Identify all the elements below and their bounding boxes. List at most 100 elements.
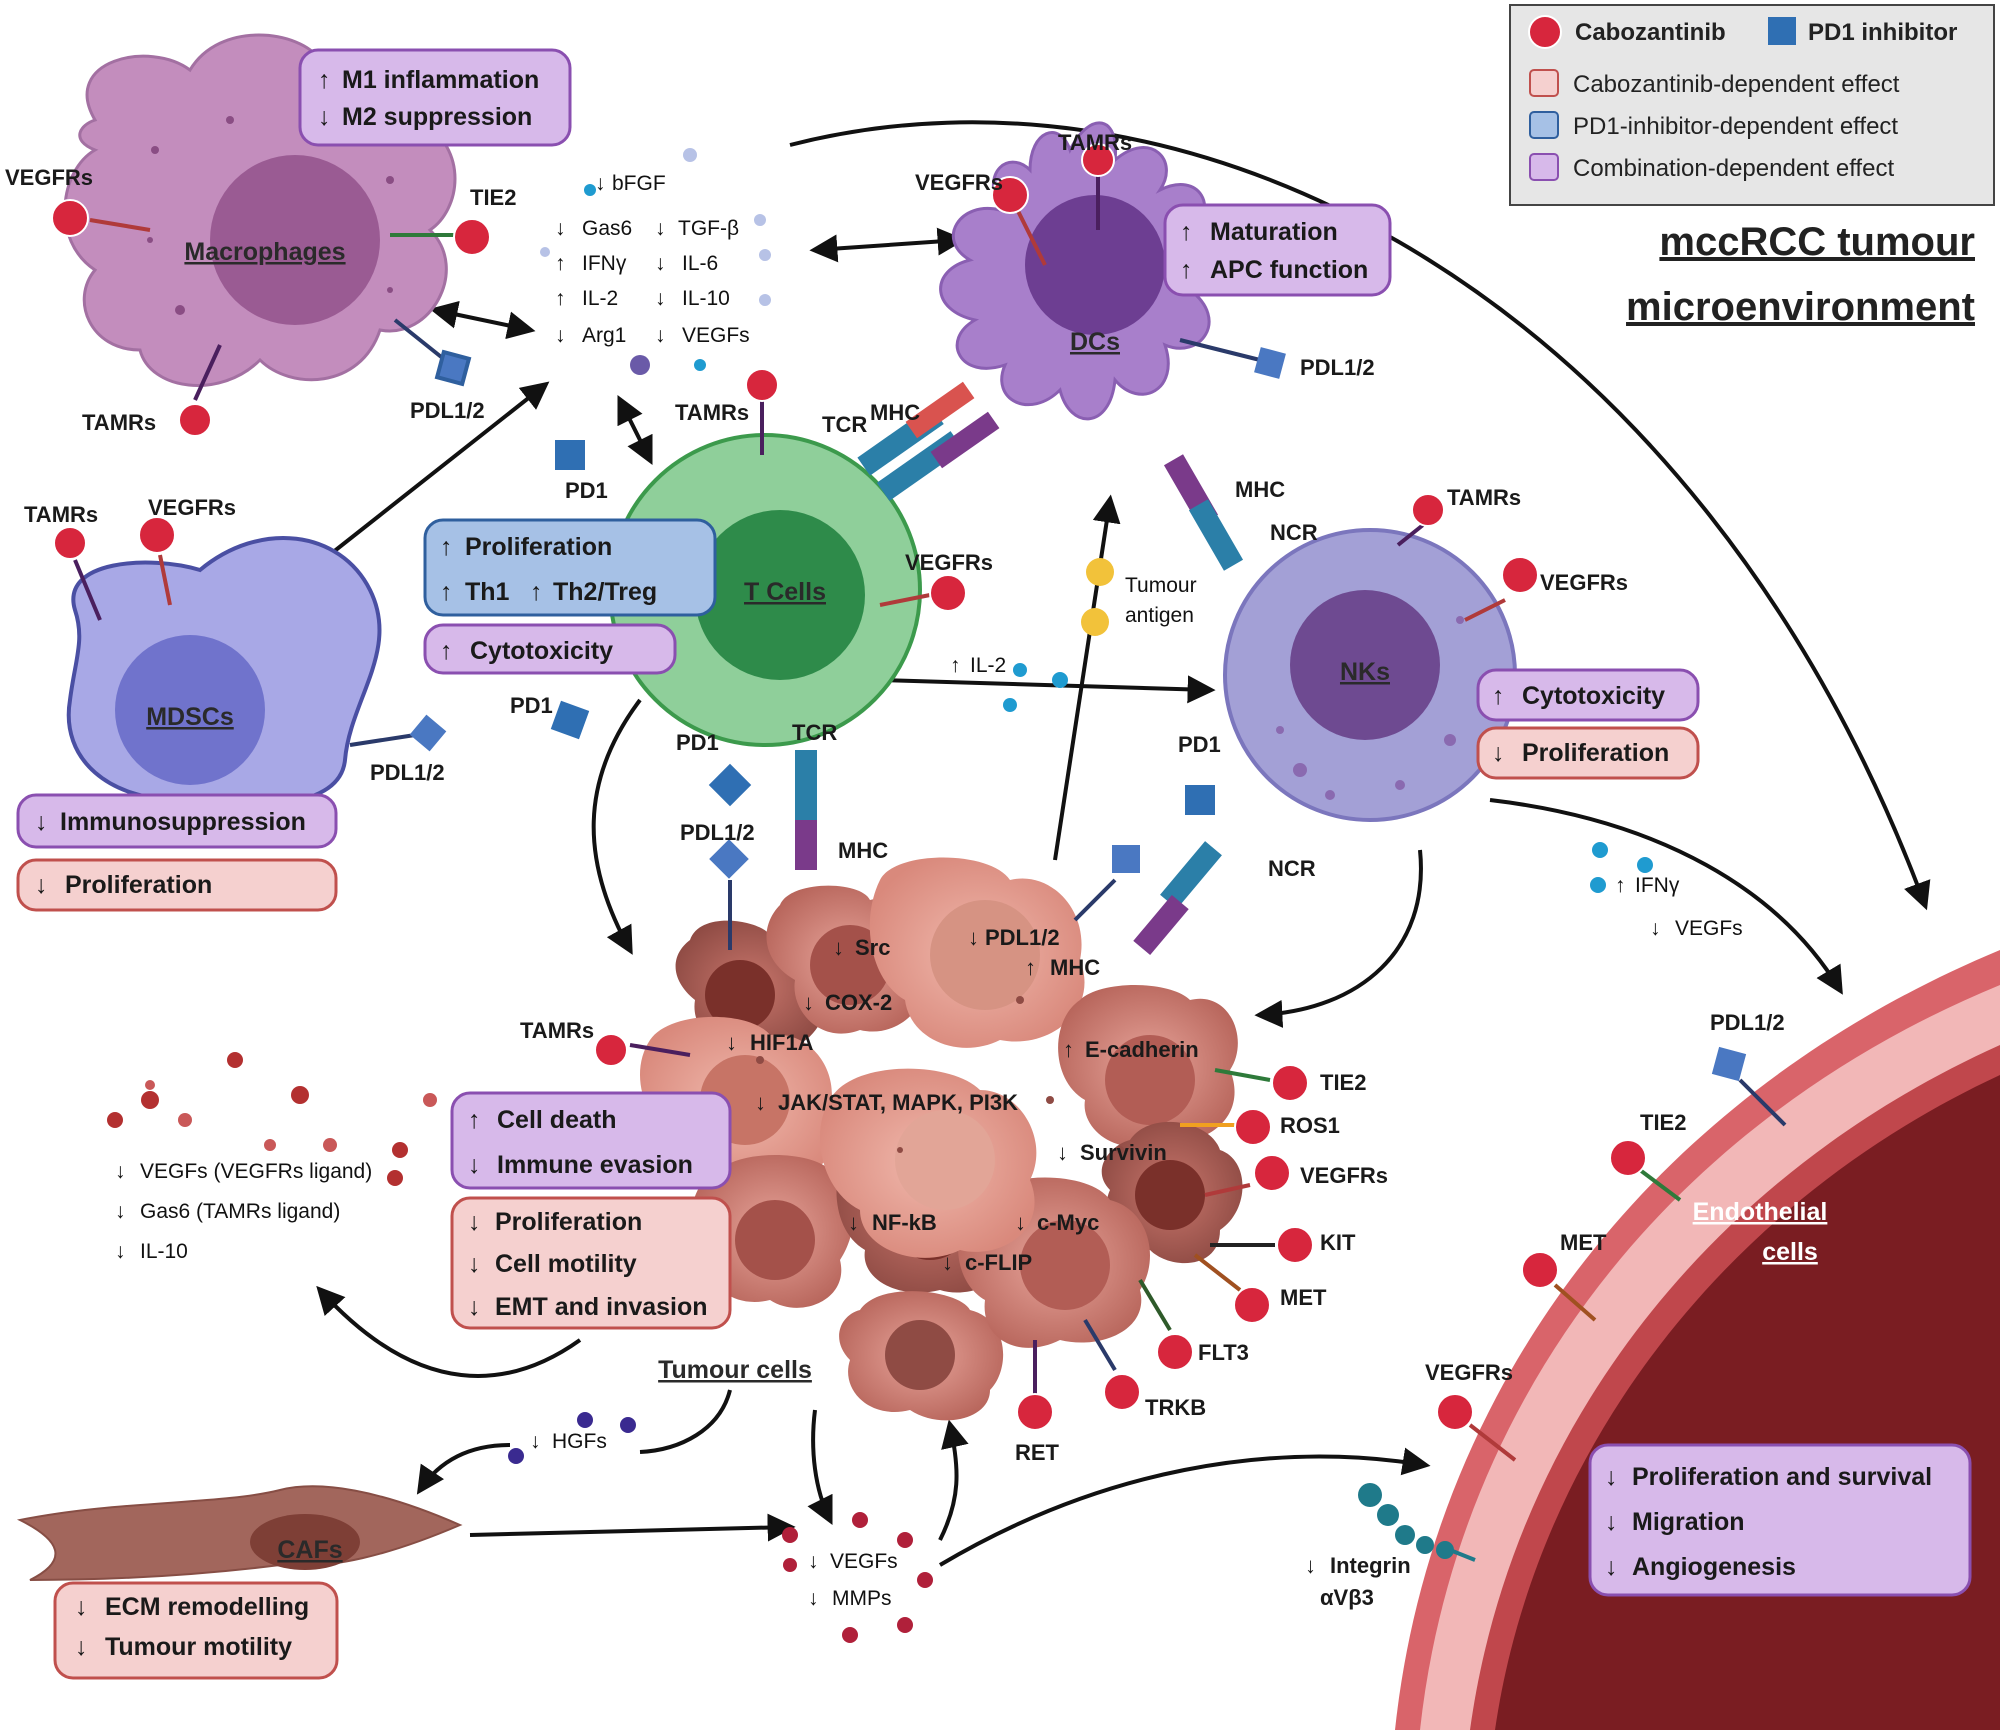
svg-text:VEGFs (VEGFRs ligand): VEGFs (VEGFRs ligand): [140, 1160, 372, 1183]
svg-text:Th1: Th1: [465, 578, 510, 606]
svg-text:VEGFRs: VEGFRs: [1540, 570, 1628, 595]
svg-text:KIT: KIT: [1320, 1230, 1356, 1255]
svg-text:VEGFRs: VEGFRs: [1300, 1163, 1388, 1188]
svg-text:↓: ↓: [848, 1210, 859, 1235]
svg-text:↓: ↓: [833, 935, 844, 960]
endothelial-label-1: Endothelial: [1693, 1198, 1828, 1226]
svg-text:TIE2: TIE2: [1640, 1110, 1686, 1135]
svg-text:↑: ↑: [440, 578, 453, 606]
svg-text:c-FLIP: c-FLIP: [965, 1250, 1032, 1275]
svg-text:TIE2: TIE2: [470, 185, 516, 210]
inhibitor-x-icon: [1103, 1373, 1141, 1411]
pd1-blocker-icon: [555, 440, 585, 470]
svg-text:Gas6: Gas6: [582, 217, 632, 240]
svg-text:↑: ↑: [1180, 256, 1193, 284]
svg-text:TCR: TCR: [822, 412, 867, 437]
svg-text:MET: MET: [1280, 1285, 1327, 1310]
svg-text:Immunosuppression: Immunosuppression: [60, 808, 306, 836]
svg-text:↓: ↓: [808, 1587, 819, 1610]
svg-text:Proliferation: Proliferation: [65, 871, 212, 899]
svg-text:↓: ↓: [1605, 1508, 1618, 1536]
dcs-label: DCs: [1070, 328, 1120, 356]
svg-text:↓: ↓: [1305, 1553, 1316, 1578]
svg-text:Gas6 (TAMRs ligand): Gas6 (TAMRs ligand): [140, 1200, 340, 1223]
caf-cell: [16, 1485, 463, 1581]
svg-text:↓: ↓: [1057, 1140, 1068, 1165]
svg-text:↓: ↓: [468, 1250, 481, 1278]
svg-text:Proliferation: Proliferation: [1522, 739, 1669, 767]
endothelial-label-2: cells: [1762, 1238, 1818, 1266]
tcell-pd1-effect-box: ↑ Proliferation ↑ Th1 ↑ Th2/Treg: [423, 518, 717, 617]
svg-text:PDL1/2: PDL1/2: [370, 760, 445, 785]
svg-text:IFNγ: IFNγ: [1635, 874, 1680, 897]
svg-text:MHC: MHC: [838, 838, 888, 863]
svg-text:IL-6: IL-6: [682, 252, 718, 275]
svg-text:Cell motility: Cell motility: [495, 1250, 637, 1278]
legend-cabo-effect: Cabozantinib-dependent effect: [1573, 71, 1900, 98]
svg-text:↓: ↓: [115, 1200, 126, 1223]
legend-box: Cabozantinib PD1 inhibitor Cabozantinib-…: [1509, 4, 1995, 206]
svg-text:TAMRs: TAMRs: [675, 400, 749, 425]
svg-text:Proliferation and survival: Proliferation and survival: [1632, 1463, 1932, 1491]
svg-text:PDL1/2: PDL1/2: [1710, 1010, 1785, 1035]
legend-pd1-effect: PD1-inhibitor-dependent effect: [1573, 113, 1898, 140]
svg-text:↓: ↓: [468, 1293, 481, 1321]
svg-text:NCR: NCR: [1270, 520, 1318, 545]
tumour-molecule-labels: ↓PDL1/2 ↑MHC ↓Src ↓COX-2 ↓HIF1A ↓JAK/STA…: [726, 925, 1199, 1275]
svg-text:↓: ↓: [655, 252, 666, 275]
svg-text:↑: ↑: [1180, 218, 1193, 246]
inhibitor-x-icon: [51, 199, 89, 237]
svg-text:Migration: Migration: [1632, 1508, 1745, 1536]
macrophage-effect-box: ↑ M1 inflammation ↓ M2 suppression: [298, 48, 572, 147]
inhibitor-x-icon: [1253, 1154, 1291, 1192]
svg-text:PDL1/2: PDL1/2: [1300, 355, 1375, 380]
macrophages-label: Macrophages: [184, 238, 345, 266]
cabozantinib-x-icon: [1528, 15, 1562, 49]
svg-text:NCR: NCR: [1268, 856, 1316, 881]
svg-text:Cytotoxicity: Cytotoxicity: [470, 637, 613, 665]
svg-text:IL-2: IL-2: [970, 654, 1006, 677]
svg-text:↓: ↓: [468, 1208, 481, 1236]
svg-text:↓: ↓: [35, 871, 48, 899]
svg-text:EMT and invasion: EMT and invasion: [495, 1293, 708, 1321]
svg-text:↑: ↑: [950, 654, 961, 677]
inhibitor-x-icon: [1081, 143, 1115, 177]
inhibitor-x-icon: [745, 368, 779, 402]
svg-text:COX-2: COX-2: [825, 990, 892, 1015]
svg-text:↓: ↓: [1605, 1553, 1618, 1581]
svg-text:M1 inflammation: M1 inflammation: [342, 66, 539, 94]
svg-text:bFGF: bFGF: [612, 172, 666, 195]
svg-text:Src: Src: [855, 935, 890, 960]
svg-text:↓: ↓: [318, 103, 331, 131]
svg-text:ROS1: ROS1: [1280, 1113, 1340, 1138]
caf-cabo-effect-box: ↓ ECM remodelling ↓ Tumour motility: [53, 1581, 339, 1680]
svg-text:PDL1/2: PDL1/2: [680, 820, 755, 845]
svg-text:IL-2: IL-2: [582, 287, 618, 310]
svg-text:IFNγ: IFNγ: [582, 252, 627, 275]
integrin-icon: [1358, 1483, 1476, 1562]
tumour-cells-label: Tumour cells: [658, 1356, 812, 1384]
svg-text:ECM remodelling: ECM remodelling: [105, 1593, 309, 1621]
svg-text:↓: ↓: [530, 1430, 541, 1453]
inhibitor-x-icon: [929, 574, 967, 612]
svg-text:MMPs: MMPs: [832, 1587, 892, 1610]
pd1-blocker-icon: [708, 763, 752, 807]
cafs-label: CAFs: [277, 1536, 342, 1564]
legend-combo-effect: Combination-dependent effect: [1573, 155, 1894, 182]
svg-text:↓: ↓: [655, 287, 666, 310]
pd1-blocker-icon: [550, 700, 590, 740]
svg-text:↓: ↓: [755, 1090, 766, 1115]
svg-text:↑: ↑: [1615, 874, 1626, 897]
svg-text:↑: ↑: [318, 66, 331, 94]
svg-text:MHC: MHC: [1050, 955, 1100, 980]
svg-text:↑: ↑: [1492, 682, 1505, 710]
nk-cabo-effect-box: ↓ Proliferation: [1476, 726, 1700, 780]
svg-text:Cytotoxicity: Cytotoxicity: [1522, 682, 1665, 710]
svg-text:TCR: TCR: [792, 720, 837, 745]
svg-text:Survivin: Survivin: [1080, 1140, 1167, 1165]
blood-vessel: [1395, 950, 2000, 1730]
mdsc-cell: [66, 535, 382, 808]
svg-text:↑: ↑: [440, 533, 453, 561]
svg-text:↓: ↓: [655, 217, 666, 240]
